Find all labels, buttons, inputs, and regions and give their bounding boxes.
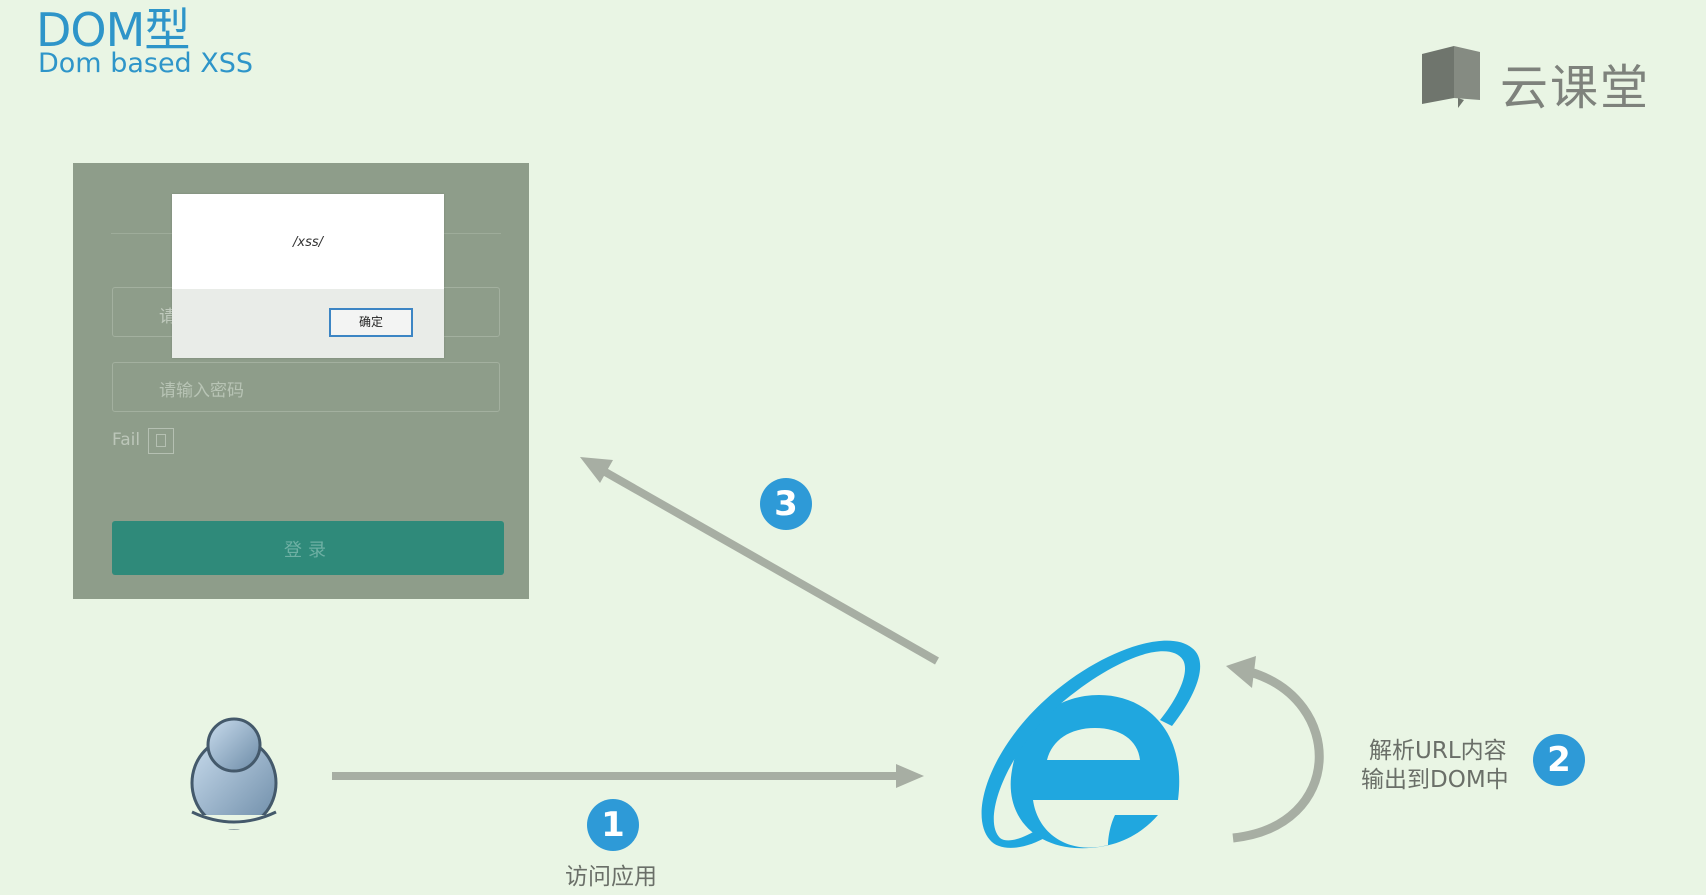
broken-image-icon bbox=[148, 428, 174, 454]
step-2-label-line2: 输出到DOM中 bbox=[1361, 767, 1509, 793]
password-placeholder: 请输入密码 bbox=[159, 381, 244, 401]
username-placeholder-partial: 请 bbox=[159, 307, 176, 327]
arrow-access-app bbox=[332, 764, 924, 788]
alert-message: /xss/ bbox=[293, 235, 323, 250]
alert-dialog: /xss/ 确定 bbox=[172, 194, 444, 358]
page-title: DOM型 bbox=[36, 3, 190, 57]
step-3-badge: 3 bbox=[760, 478, 812, 530]
step-1-label: 访问应用 bbox=[565, 864, 657, 890]
login-button: 登录 bbox=[112, 521, 504, 575]
arrow-render-result bbox=[580, 457, 939, 665]
step-2-label-line1: 解析URL内容 bbox=[1369, 738, 1507, 764]
step-2-badge: 2 bbox=[1533, 734, 1585, 786]
arrow-parse-url bbox=[1226, 656, 1324, 843]
fail-text: Fail bbox=[112, 430, 141, 450]
brand-name: 云课堂 bbox=[1500, 60, 1651, 116]
page-subtitle: Dom based XSS bbox=[38, 48, 254, 79]
step-1-badge: 1 bbox=[587, 799, 639, 851]
book-icon bbox=[1422, 46, 1480, 108]
alert-ok-button: 确定 bbox=[329, 308, 413, 337]
alert-body: /xss/ bbox=[172, 194, 444, 289]
login-button-label: 登录 bbox=[284, 540, 332, 561]
internet-explorer-icon bbox=[981, 640, 1201, 849]
password-input: 请输入密码 bbox=[112, 362, 500, 412]
user-icon bbox=[188, 717, 280, 830]
